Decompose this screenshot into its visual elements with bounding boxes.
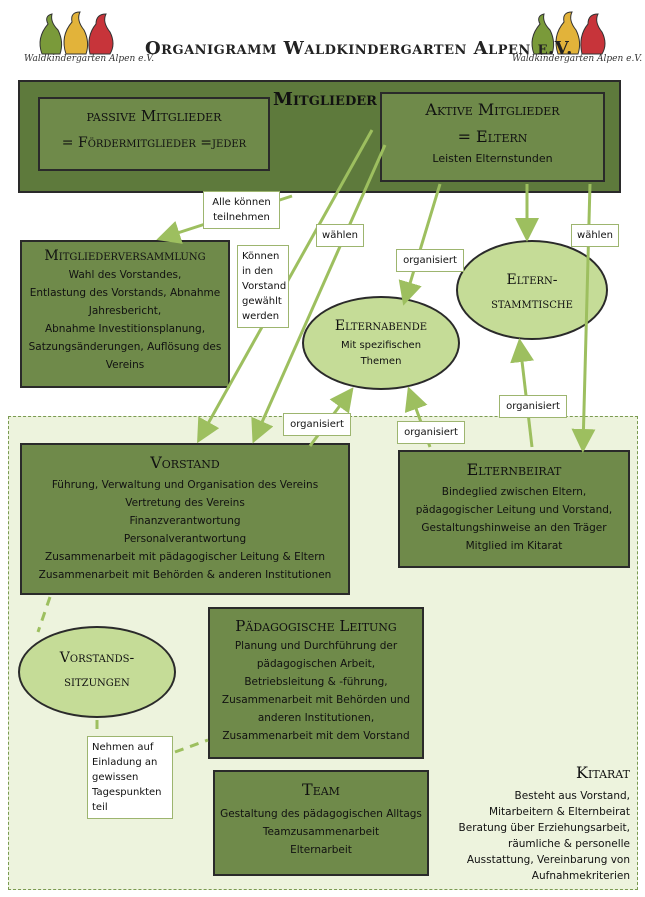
arrow-aktive-to-elternabende [398,183,442,306]
pl-line: Betriebsleitung & -führung, [244,676,388,688]
label-organisiert-3: organisiert [397,421,465,444]
kitarat-line: Aufnahmekriterien [531,870,630,882]
vorstand-line: Finanzverantwortung [129,515,241,527]
label-line: gewissen [92,772,139,783]
team-line: Teamzusammenarbeit [262,826,380,838]
kitarat-line: Mitarbeitern & Elternbeirat [489,806,630,818]
kitarat-heading: Kitarat [576,763,630,782]
mitglieder-heading: Mitglieder [273,89,377,110]
passive-mitglieder-line1: passive Mitglieder [86,107,222,125]
gnome-hats-icon [531,11,606,55]
label-waehlen-2: wählen [571,224,619,247]
elternbeirat-heading: Elternbeirat [466,460,562,479]
elternabende-heading: Elternabende [334,318,428,334]
mv-line: Abnahme Investitionsplanung, [44,323,206,335]
vorstand-line: Zusammenarbeit mit Behörden & anderen In… [38,569,332,581]
passive-mitglieder-box: passive Mitglieder = Fördermitglieder =j… [38,97,270,171]
label-alle-koennen-teilnehmen: Alle können teilnehmen [203,191,280,229]
pl-line: Zusammenarbeit mit dem Vorstand [222,730,410,742]
kitarat-line: räumliche & personelle [508,838,630,850]
team-line: Elternarbeit [290,844,352,856]
elternstammtische-line2: stammtische [491,296,573,312]
paedagogische-leitung-heading: Pädagogische Leitung [235,617,397,635]
arrow-aktive-to-vorstand-2 [251,144,387,444]
mv-line: Jahresbericht, [88,305,162,317]
vorstand-line: Zusammenarbeit mit pädagogischer Leitung… [45,551,325,563]
mv-line: Wahl des Vorstandes, [68,269,182,281]
logo-text-left: Waldkindergarten Alpen e.V. [24,54,155,64]
mitgliederversammlung-body: Wahl des Vorstandes, Entlastung des Vors… [22,266,228,374]
elternstammtische-line1: Eltern- [506,272,558,288]
mv-line: Vereins [105,359,145,371]
aktive-mitglieder-body: Leisten Elternstunden [432,152,553,165]
kitarat-body: Besteht aus Vorstand, Mitarbeitern & Elt… [440,788,630,884]
label-line: Tagespunkten [92,787,162,798]
label-line: gewählt [242,296,282,307]
aktive-mitglieder-line1: Aktive Mitglieder [425,100,560,119]
label-line: Einladung an [92,757,158,768]
elternbeirat-line: Mitglied im Kitarat [465,540,563,552]
paedagogische-leitung-body: Planung und Durchführung der pädagogisch… [210,637,422,745]
dashed-nehmen-to-leitung [174,738,209,754]
label-line: teilnehmen [213,212,270,223]
label-waehlen-1: wählen [316,224,364,247]
mv-line: Satzungsänderungen, Auflösung des [28,341,222,353]
label-organisiert-1: organisiert [396,249,464,272]
label-nehmen-auf-einladung: Nehmen auf Einladung an gewissen Tagespu… [87,736,173,819]
elternbeirat-body: Bindeglied zwischen Eltern, pädagogische… [400,483,628,555]
elternabende-line: Mit spezifischen [340,340,422,351]
aktive-mitglieder-box: Aktive Mitglieder = Eltern Leisten Elter… [380,92,605,182]
logo-right: Waldkindergarten Alpen e.V. [512,8,642,66]
logo-text-right: Waldkindergarten Alpen e.V. [512,54,643,64]
vorstand-line: Vertretung des Vereins [125,497,245,509]
pl-line: pädagogischen Arbeit, [256,658,376,670]
team-box: Team Gestaltung des pädagogischen Alltag… [213,770,429,876]
dashed-vorstand-to-sitzungen [36,596,52,633]
mv-line: Entlastung des Vorstands, Abnahme [29,287,221,299]
logo-left: Waldkindergarten Alpen e.V. [24,8,154,66]
label-line: teil [92,802,108,813]
label-line: Vorstand [242,281,287,292]
kitarat-line: Besteht aus Vorstand, [514,790,630,802]
passive-mitglieder-line2: = Fördermitglieder =jeder [61,135,247,151]
label-line: Alle können [212,197,271,208]
pl-line: Zusammenarbeit mit Behörden und [221,694,411,706]
mitgliederversammlung-heading: Mitgliederversammlung [44,248,206,264]
label-organisiert-4: organisiert [499,395,567,418]
aktive-mitglieder-line2: = Eltern [457,127,528,146]
kitarat-line: Ausstattung, Vereinbarung von [466,854,630,866]
vorstandssitzungen-oval: Vorstands- sitzungen [18,626,176,718]
label-line: Nehmen auf [92,742,154,753]
gnome-hats-icon [39,11,114,55]
vorstand-line: Führung, Verwaltung und Organisation des… [51,479,319,491]
vorstandssitzungen-line2: sitzungen [64,674,130,690]
pl-line: Planung und Durchführung der [234,640,398,652]
label-organisiert-2: organisiert [283,413,351,436]
vorstand-body: Führung, Verwaltung und Organisation des… [22,476,348,584]
label-line: Können [242,251,280,262]
elternabende-line: Themen [360,356,402,367]
pl-line: anderen Institutionen, [257,712,375,724]
vorstand-line: Personalverantwortung [123,533,247,545]
elternbeirat-line: Gestaltungshinweise an den Träger [421,522,607,534]
team-body: Gestaltung des pädagogischen Alltags Tea… [215,805,427,859]
elternbeirat-box: Elternbeirat Bindeglied zwischen Eltern,… [398,450,630,568]
label-line: werden [242,311,280,322]
elternabende-oval: Elternabende Mit spezifischen Themen [302,296,460,390]
vorstandssitzungen-line1: Vorstands- [59,650,135,666]
page-title: Organigramm Waldkindergarten Alpen e.V. [145,38,573,59]
team-heading: Team [302,780,340,799]
label-line: in den [242,266,274,277]
elternbeirat-line: Bindeglied zwischen Eltern, [441,486,587,498]
kitarat-line: Beratung über Erziehungsarbeit, [458,822,630,834]
mitgliederversammlung-box: Mitgliederversammlung Wahl des Vorstande… [20,240,230,388]
team-line: Gestaltung des pädagogischen Alltags [220,808,422,820]
vorstand-box: Vorstand Führung, Verwaltung und Organis… [20,443,350,595]
label-koennen-vorstand: Können in den Vorstand gewählt werden [237,245,289,328]
vorstand-heading: Vorstand [150,453,220,472]
paedagogische-leitung-box: Pädagogische Leitung Planung und Durchfü… [208,607,424,759]
elternbeirat-line: pädagogischer Leitung und Vorstand, [415,504,613,516]
